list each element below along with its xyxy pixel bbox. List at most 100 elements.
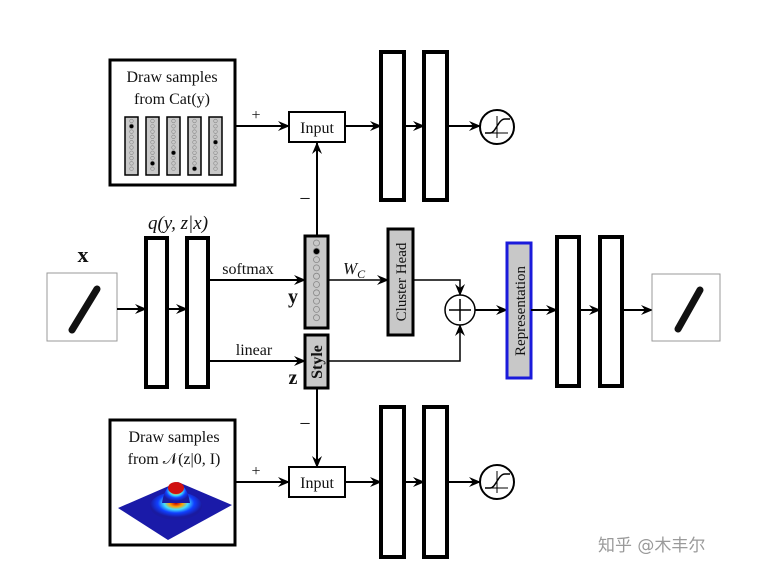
vector-unit bbox=[192, 118, 197, 124]
categorical-samples bbox=[124, 116, 223, 176]
arrow-cluster-to-sum bbox=[413, 279, 465, 296]
svg-text:Input: Input bbox=[300, 120, 334, 137]
vector-unit bbox=[213, 129, 218, 134]
style-vector: Style bbox=[303, 333, 330, 390]
representation-box: Representation bbox=[505, 241, 533, 380]
decoder-layer-2 bbox=[598, 235, 624, 388]
input-box-bottom: Input bbox=[288, 466, 346, 498]
svg-text:Style: Style bbox=[309, 345, 326, 379]
input-digit-image bbox=[46, 272, 118, 342]
sum-icon bbox=[444, 294, 476, 326]
sigmoid-icon bbox=[479, 464, 515, 500]
vector-unit bbox=[313, 264, 320, 272]
encoder-layer-2 bbox=[185, 236, 210, 389]
watermark: 知乎 @木丰尔 bbox=[598, 536, 705, 556]
cluster-head: Cluster Head bbox=[386, 227, 415, 337]
encoder-layer-1 bbox=[144, 236, 169, 389]
vector-unit bbox=[192, 134, 197, 139]
input-box-top: Input bbox=[288, 111, 346, 143]
vector-unit bbox=[313, 297, 320, 305]
sampler-text-line1: Draw samples bbox=[126, 69, 217, 86]
vector-unit bbox=[129, 140, 134, 145]
arrow-style-to-sum bbox=[328, 324, 465, 362]
vector-unit bbox=[192, 124, 197, 129]
one-hot-sample bbox=[124, 116, 139, 176]
discriminator-layer-1-bottom bbox=[379, 405, 406, 559]
vector-unit bbox=[129, 166, 134, 171]
y-categorical-vector bbox=[303, 234, 330, 330]
gaussian-sampler-box: Draw samples from 𝒩(z|0, I) bbox=[108, 418, 237, 547]
svg-text:Representation: Representation bbox=[513, 266, 529, 356]
vector-unit bbox=[213, 118, 218, 124]
vector-unit bbox=[171, 118, 176, 124]
vector-unit bbox=[171, 140, 176, 145]
vector-unit bbox=[192, 145, 197, 150]
one-hot-sample bbox=[187, 116, 202, 176]
vector-unit bbox=[150, 160, 156, 166]
vector-unit bbox=[150, 124, 155, 129]
vector-unit bbox=[129, 134, 134, 139]
vector-unit bbox=[192, 140, 197, 145]
vector-unit bbox=[313, 314, 320, 322]
vector-unit bbox=[213, 161, 218, 166]
vector-unit bbox=[129, 129, 134, 134]
plus-label-bottom: + bbox=[251, 463, 260, 480]
z-label: z bbox=[289, 367, 298, 389]
discriminator-layer-1-top bbox=[379, 50, 406, 202]
svg-text:Input: Input bbox=[300, 475, 334, 492]
vector-unit bbox=[213, 166, 218, 171]
one-hot-sample bbox=[166, 116, 181, 176]
vector-unit bbox=[171, 166, 176, 171]
vector-unit bbox=[313, 256, 320, 264]
vector-unit bbox=[213, 134, 218, 139]
sampler-text-line2: from Cat(y) bbox=[134, 91, 210, 108]
discriminator-layer-2-top bbox=[422, 50, 449, 202]
vector-unit bbox=[171, 145, 176, 150]
sampler-text-line2: from 𝒩(z|0, I) bbox=[128, 451, 221, 468]
wc-label: WC bbox=[343, 259, 366, 281]
svg-text:Cluster Head: Cluster Head bbox=[394, 242, 410, 321]
vector-unit bbox=[150, 129, 155, 134]
vector-unit bbox=[312, 247, 321, 255]
vector-unit bbox=[129, 145, 134, 150]
vector-unit bbox=[313, 239, 320, 247]
vector-unit bbox=[150, 166, 155, 171]
vector-unit bbox=[192, 161, 197, 166]
linear-label: linear bbox=[236, 342, 273, 359]
vector-unit bbox=[171, 129, 176, 134]
vector-unit bbox=[313, 281, 320, 288]
vector-unit bbox=[192, 156, 197, 161]
gaussian-surface-image bbox=[118, 482, 232, 540]
encoder-label: q(y, z|x) bbox=[148, 213, 208, 234]
decoder-layer-1 bbox=[555, 235, 581, 388]
vector-unit bbox=[213, 150, 218, 155]
vector-unit bbox=[171, 134, 176, 139]
vector-unit bbox=[171, 161, 176, 166]
minus-label-bottom: − bbox=[299, 413, 310, 435]
vector-unit bbox=[150, 134, 155, 139]
vector-unit bbox=[129, 123, 135, 129]
plus-label-top: + bbox=[251, 107, 260, 124]
vector-unit bbox=[150, 156, 155, 161]
y-label: y bbox=[288, 286, 298, 308]
vector-unit bbox=[313, 272, 320, 280]
vector-unit bbox=[192, 129, 197, 134]
one-hot-sample bbox=[208, 116, 223, 176]
vector-unit bbox=[150, 145, 155, 150]
categorical-sampler-box: Draw samples from Cat(y) bbox=[108, 58, 237, 187]
vector-unit bbox=[150, 118, 155, 124]
vector-unit bbox=[171, 124, 176, 129]
one-hot-sample bbox=[145, 116, 160, 176]
vector-unit bbox=[192, 150, 197, 155]
vector-unit bbox=[129, 150, 134, 155]
vector-unit bbox=[129, 118, 134, 124]
vector-unit bbox=[213, 145, 218, 150]
vector-unit bbox=[150, 150, 155, 155]
vector-unit bbox=[129, 156, 134, 161]
vector-unit bbox=[313, 289, 320, 297]
vector-unit bbox=[192, 166, 198, 172]
vector-unit bbox=[171, 156, 176, 161]
softmax-label: softmax bbox=[222, 261, 274, 278]
vector-unit bbox=[313, 305, 320, 313]
